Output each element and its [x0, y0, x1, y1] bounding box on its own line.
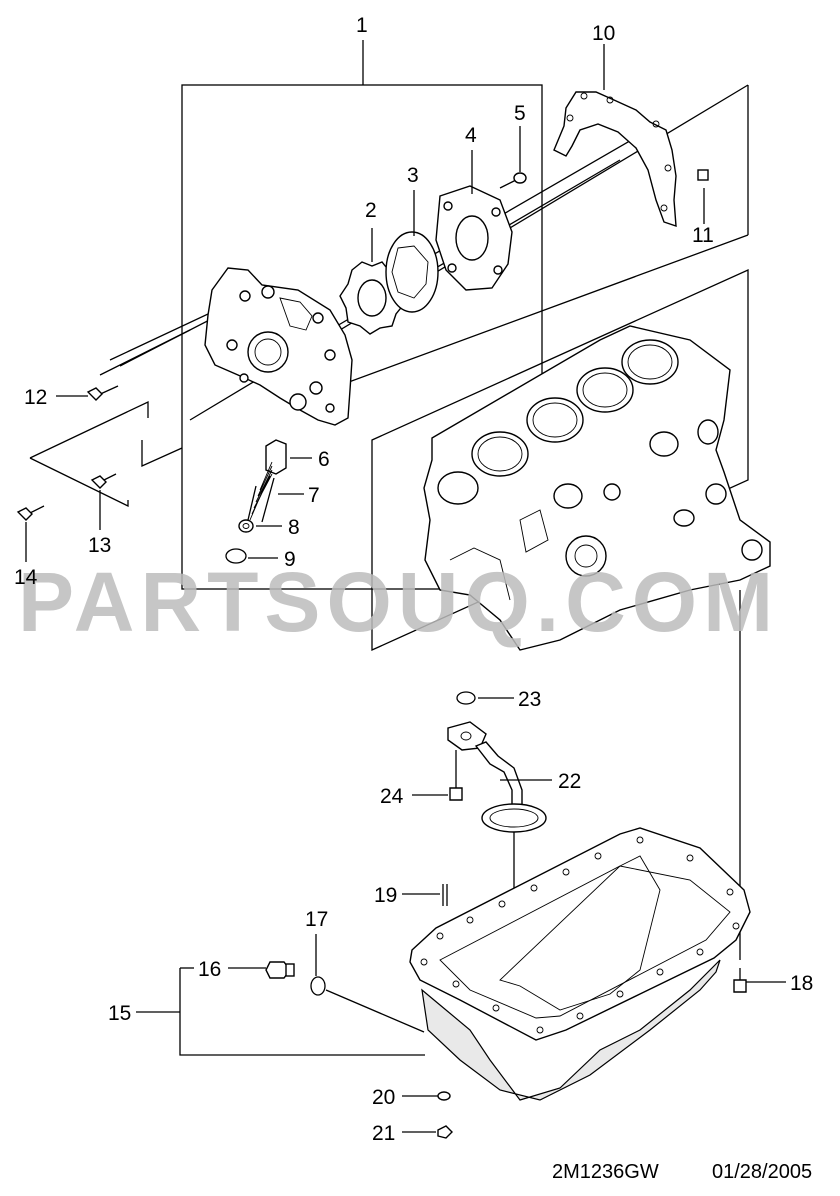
callout-4: 4 — [465, 124, 477, 147]
callout-labels: 1 2 3 4 5 6 7 8 9 10 11 12 13 14 15 16 1… — [14, 14, 813, 1145]
housing-bore — [247, 331, 289, 373]
spring-retainer — [238, 519, 254, 533]
callout-2: 2 — [365, 199, 377, 222]
rear-cover-gasket — [553, 91, 709, 227]
bolt-14 — [16, 505, 45, 521]
nut-21 — [437, 1125, 453, 1139]
callout-21: 21 — [372, 1122, 395, 1145]
stud-19 — [442, 884, 448, 906]
drain-plug-16 — [265, 961, 295, 979]
callout-23: 23 — [518, 688, 541, 711]
diagram-date: 01/28/2005 — [712, 1161, 812, 1183]
block-guide-plane — [371, 268, 749, 652]
callout-6: 6 — [318, 448, 330, 471]
callout-7: 7 — [308, 484, 320, 507]
callout-18: 18 — [790, 972, 813, 995]
bolt-12 — [86, 385, 119, 401]
callout-1: 1 — [356, 14, 368, 37]
bolt-13 — [90, 473, 117, 489]
gasket-17 — [310, 976, 326, 996]
pump-cover — [435, 185, 513, 291]
oil-strainer-22 — [447, 721, 547, 833]
callout-9: 9 — [284, 548, 296, 571]
callout-13: 13 — [88, 534, 111, 557]
callout-24: 24 — [380, 785, 404, 808]
dowel-pin-11 — [697, 169, 709, 181]
watermark: PARTSOUQ.COM — [18, 555, 779, 649]
group-frame-1 — [181, 84, 543, 590]
oil-pump-group — [16, 40, 749, 590]
pump-cover-screw — [499, 172, 527, 189]
callout-11: 11 — [692, 224, 714, 247]
callout-16: 16 — [198, 958, 221, 981]
callout-19: 19 — [374, 884, 397, 907]
relief-valve-spring — [247, 461, 275, 523]
relief-valve-plunger — [265, 439, 287, 475]
snap-ring — [225, 548, 247, 564]
o-ring-23 — [456, 691, 476, 705]
callout-3: 3 — [407, 164, 419, 187]
cylinder-block — [371, 268, 771, 652]
callout-15: 15 — [108, 1002, 131, 1025]
oil-pan — [409, 827, 751, 1041]
callout-5: 5 — [514, 102, 526, 125]
bolt-18 — [733, 968, 747, 993]
diagram-code: 2M1236GW — [552, 1161, 659, 1183]
callout-17: 17 — [305, 908, 328, 931]
callout-8: 8 — [288, 516, 300, 539]
oil-pickup-group — [447, 691, 547, 833]
callout-12: 12 — [24, 386, 47, 409]
bolt-24 — [449, 750, 463, 801]
callout-20: 20 — [372, 1086, 395, 1109]
leader-lines — [25, 44, 786, 1133]
callout-22: 22 — [558, 770, 581, 793]
callout-10: 10 — [592, 22, 615, 45]
oil-pan-group — [265, 590, 751, 1139]
callout-14: 14 — [14, 566, 38, 589]
washer-20 — [437, 1091, 451, 1101]
outer-rotor — [385, 231, 439, 313]
diagram-footer: 2M1236GW 01/28/2005 — [552, 1161, 812, 1183]
